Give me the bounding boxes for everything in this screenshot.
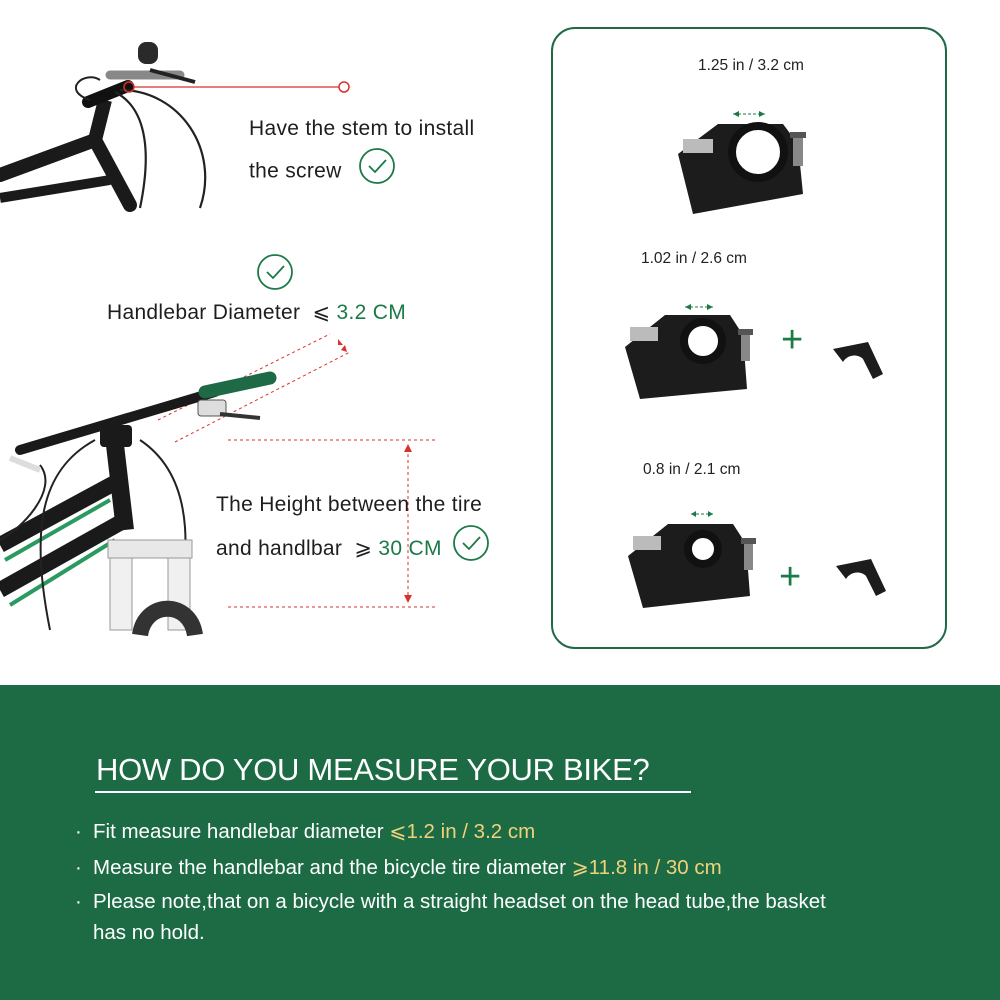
height-note-value: 30 CM: [378, 537, 442, 561]
bullet-3-text-line2: has no hold.: [93, 921, 205, 944]
handlebar-diameter-value: 3.2 CM: [336, 301, 407, 324]
bike-stem-illustration: [0, 42, 207, 212]
measure-bullet-1: · Fit measure handlebar diameter ⩽1.2 in …: [75, 819, 535, 844]
plus-sign-1: +: [781, 319, 804, 361]
clamp-size-label-1: 1.25 in / 3.2 cm: [698, 57, 804, 74]
bullet-dot: ·: [75, 820, 82, 843]
bullet-dot: ·: [75, 856, 82, 879]
handlebar-diameter-label: Handlebar Diameter: [107, 301, 301, 324]
check-circle-icon: [452, 524, 490, 575]
clamp-shim-icon: [836, 559, 886, 596]
bullet-1-highlight: ⩽1.2 in / 3.2 cm: [389, 820, 536, 843]
stem-note-line2: the screw: [249, 147, 474, 197]
bike-front-photo: [0, 330, 360, 640]
stem-note-line1: Have the stem to install: [249, 117, 475, 140]
measure-bullet-2: · Measure the handlebar and the bicycle t…: [75, 855, 722, 880]
height-note: The Height between the tire and handlbar…: [216, 486, 490, 575]
bike-front-illustration: [0, 333, 351, 637]
handlebar-diameter-note: Handlebar Diameter ⩽ 3.2 CM: [107, 300, 406, 325]
less-equal-symbol: ⩽: [312, 301, 331, 324]
clamp-small-icon: [628, 511, 756, 608]
height-note-line2: and handlbar ⩾ 30 CM: [216, 524, 490, 575]
check-circle-icon: [358, 147, 396, 197]
height-note-line2-label: and handlbar: [216, 537, 343, 561]
bullet-1-text: Fit measure handlebar diameter: [93, 820, 390, 843]
check-circle-icon: [256, 253, 294, 291]
clamp-medium-icon: [625, 304, 753, 399]
measure-bullet-3: · Please note,that on a bicycle with a st…: [75, 886, 826, 948]
bullet-2-text: Measure the handlebar and the bicycle ti…: [93, 856, 572, 879]
measure-section: [0, 685, 1000, 1000]
greater-equal-symbol: ⩾: [354, 537, 373, 561]
bullet-2-highlight: ⩾11.8 in / 30 cm: [571, 856, 722, 879]
stem-note: Have the stem to install the screw: [249, 110, 474, 197]
clamp-sizes-panel: 1.25 in / 3.2 cm 1.02 in / 2.6 cm + 0.8 …: [551, 27, 947, 649]
clamp-shim-icon: [833, 342, 883, 379]
plus-sign-2: +: [779, 556, 802, 598]
clamp-large-icon: [678, 111, 806, 214]
measure-heading: HOW DO YOU MEASURE YOUR BIKE?: [96, 752, 650, 787]
heading-underline: [95, 791, 691, 793]
height-note-line1: The Height between the tire: [216, 493, 483, 516]
clamp-size-label-2: 1.02 in / 2.6 cm: [641, 250, 747, 267]
bullet-3-text-line1: Please note,that on a bicycle with a str…: [93, 890, 826, 913]
stem-note-line2-text: the screw: [249, 159, 342, 183]
bike-stem-photo: [0, 30, 230, 212]
clamp-size-label-3: 0.8 in / 2.1 cm: [643, 461, 741, 478]
bullet-dot: ·: [75, 890, 82, 913]
